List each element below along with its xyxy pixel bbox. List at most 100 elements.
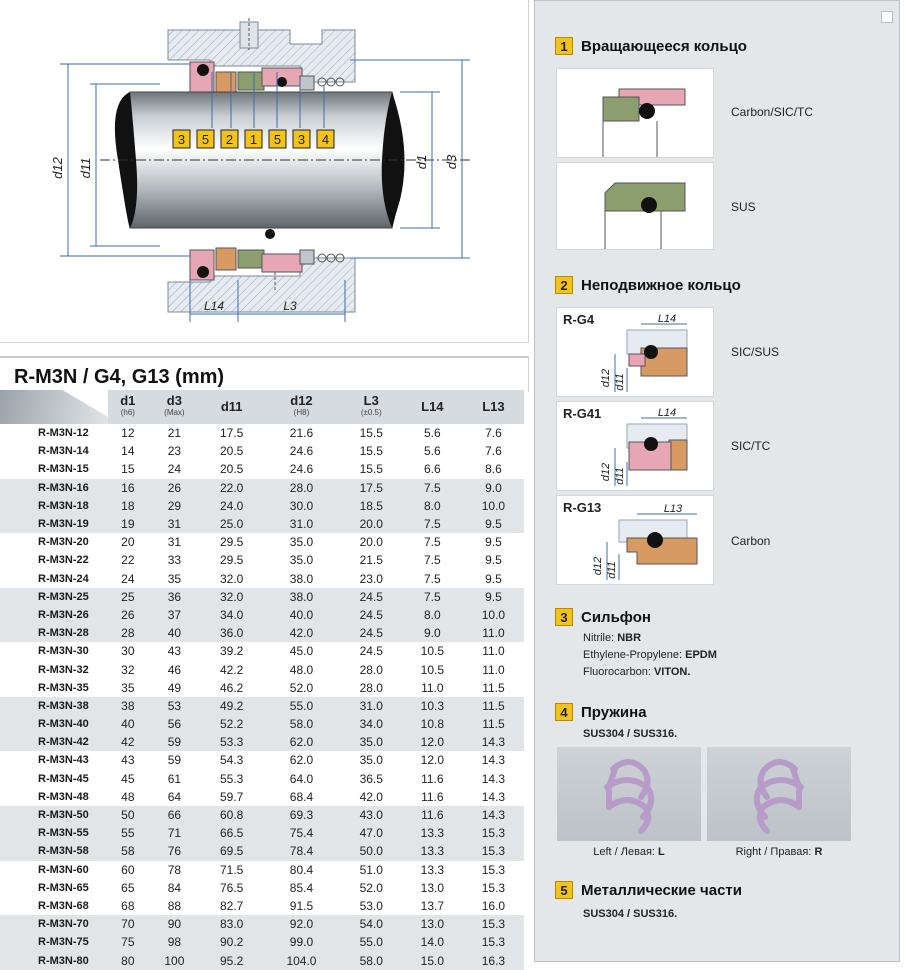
value-cell: 7.5: [423, 535, 441, 550]
value-cell: 25.0: [201, 514, 263, 534]
value-cell: 38.0: [262, 587, 341, 606]
value-cell: 9.5: [485, 571, 502, 586]
value-cell: 15.5: [359, 444, 383, 459]
value-cell: 12.0: [420, 753, 445, 768]
g41-material: SIC/TC: [731, 439, 771, 453]
value-cell: 58: [108, 842, 148, 861]
value-cell: 26: [147, 478, 202, 497]
seal-assembly-diagram: d12 d11 d1 d3 L14 L3 3 5 2 1 5 3 4: [0, 0, 529, 343]
model-cell: R-M3N-40: [0, 715, 108, 734]
section-3-header: 3 Сильфон: [555, 608, 651, 626]
value-cell: 24.6: [289, 444, 314, 459]
value-cell: 13.0: [420, 880, 445, 895]
value-cell: 15.3: [462, 842, 524, 861]
stationary-ring-g13-card: R-G13 L13 d12 d11: [557, 496, 713, 584]
value-cell: 32: [121, 662, 135, 677]
part-callout-4: 1: [250, 132, 257, 147]
value-cell: 100: [147, 951, 202, 970]
model-cell: R-M3N-68: [38, 899, 89, 912]
g41-name: R-G41: [563, 406, 602, 421]
model-cell: R-M3N-38: [0, 696, 108, 715]
value-cell: 48.0: [289, 662, 314, 677]
value-cell: 8.0: [401, 605, 463, 625]
left-spring-icon: [604, 759, 655, 834]
value-cell: 13.3: [401, 824, 463, 843]
value-cell: 35.0: [289, 535, 314, 550]
value-cell: 54.3: [219, 753, 244, 768]
value-cell: 71: [147, 824, 202, 843]
value-cell: 88: [167, 898, 182, 913]
value-cell: 15.3: [481, 880, 506, 895]
value-cell: 32.0: [201, 587, 263, 606]
dim-d3: d3: [444, 154, 459, 169]
value-cell: 35.0: [359, 753, 383, 768]
value-cell: 7.6: [485, 444, 502, 459]
value-cell: 23.0: [359, 571, 383, 586]
dim-l14: L14: [204, 299, 224, 313]
value-cell: 11.0: [462, 624, 524, 643]
value-cell: 14.3: [481, 771, 506, 786]
stationary-ring-g4-card: R-G4 L14 d12 d11: [557, 308, 713, 396]
part-callouts: 3 5 2 1 5 3 4: [172, 129, 335, 149]
value-cell: 58.0: [262, 715, 341, 734]
value-cell: 24: [167, 462, 182, 477]
g13-dim-d12: d12: [592, 557, 604, 575]
value-cell: 36: [147, 587, 202, 606]
bellows-material-viton: Fluorocarbon: VITON.: [583, 666, 691, 678]
value-cell: 13.3: [420, 862, 445, 877]
value-cell: 52.0: [289, 680, 314, 695]
value-cell: 16.0: [481, 898, 506, 913]
section-4-header: 4 Пружина: [555, 703, 647, 721]
section-5-number: 5: [555, 881, 573, 899]
model-cell: R-M3N-12: [38, 427, 89, 440]
model-cell: R-M3N-60: [38, 863, 89, 876]
value-cell: 10.3: [401, 696, 463, 715]
value-cell: 11.6: [421, 771, 444, 786]
value-cell: 68.4: [289, 789, 314, 804]
value-cell: 50: [108, 805, 148, 825]
value-cell: 17.5: [340, 478, 402, 497]
model-cell: R-M3N-58: [0, 842, 108, 861]
value-cell: 45.0: [289, 644, 314, 659]
value-cell: 24.0: [201, 496, 263, 515]
g41-dim-d12: d12: [600, 463, 612, 481]
model-cell: R-M3N-50: [0, 805, 108, 825]
column-header-tolerance: (H8): [293, 408, 310, 417]
value-cell: 62.0: [289, 753, 314, 768]
value-cell: 13.7: [420, 898, 445, 913]
section-4-number: 4: [555, 703, 573, 721]
value-cell: 45: [121, 771, 135, 786]
value-cell: 9.0: [462, 478, 524, 497]
column-header-3: d11: [201, 390, 263, 424]
value-cell: 10.5: [420, 662, 445, 677]
value-cell: 22.0: [201, 478, 263, 497]
section-2-header: 2 Неподвижное кольцо: [555, 276, 741, 294]
model-cell: R-M3N-30: [38, 645, 89, 658]
bellows-material-epdm: Ethylene-Propylene: EPDM: [583, 649, 717, 661]
value-cell: 15.5: [359, 462, 383, 477]
value-cell: 15.3: [462, 824, 524, 843]
value-cell: 69.5: [201, 842, 263, 861]
model-cell: R-M3N-32: [38, 663, 89, 676]
g4-dim-d11: d11: [614, 373, 626, 391]
value-cell: 39.2: [219, 644, 244, 659]
part-callout-3: 2: [226, 132, 233, 147]
header-corner: [0, 390, 108, 424]
section-4-title: Пружина: [581, 703, 647, 721]
g4-name: R-G4: [563, 312, 595, 327]
value-cell: 11.0: [482, 644, 505, 659]
value-cell: 83.0: [201, 915, 263, 934]
value-cell: 36.5: [359, 771, 383, 786]
value-cell: 20.0: [359, 535, 383, 550]
value-cell: 24: [121, 571, 135, 586]
model-cell: R-M3N-42: [0, 733, 108, 752]
